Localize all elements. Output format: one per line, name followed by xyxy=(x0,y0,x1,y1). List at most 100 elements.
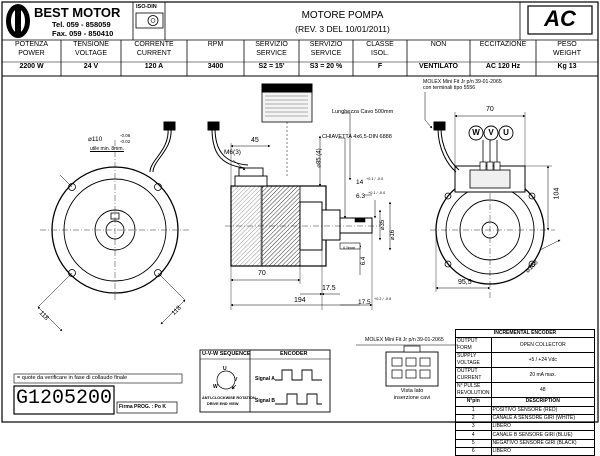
signal-b-label: Signal B xyxy=(255,398,276,404)
pin-description: NEGATIVO SENSORE GIRI (BLACK) xyxy=(490,438,595,449)
encoder-table-title: INCREMENTAL ENCODER xyxy=(455,328,595,339)
company-phone: Tel. 059 - 858059 xyxy=(52,20,111,29)
spec-value: S2 = 15' xyxy=(258,63,285,70)
connector-view-label: Vista lato xyxy=(400,388,424,394)
current-type-box xyxy=(527,5,593,35)
encoder-info-label: N° PULSE REVOLUTION xyxy=(455,382,492,399)
spec-label-en xyxy=(470,50,536,59)
spec-cell: RPM 3400 xyxy=(187,41,244,76)
spec-label-it: SERVIZIO xyxy=(309,41,343,48)
quote-note: = quote da verificare in fase di collaud… xyxy=(17,375,128,381)
encoder-info-label: OUTPUT CURRENT xyxy=(455,367,492,384)
dim-6-3-tol: +0.1 / -0.0 xyxy=(368,191,386,195)
pin-number: 1 xyxy=(455,405,492,415)
spec-label-en: SERVICE xyxy=(310,49,342,57)
dim-85: ⌀85 (4) xyxy=(316,148,323,168)
uvw-w: W xyxy=(213,384,218,390)
sheet-border xyxy=(1,1,599,423)
spec-label-en xyxy=(187,50,244,59)
pin-number: 4 xyxy=(455,430,492,440)
dim-16: ⌀16 xyxy=(390,229,397,241)
description-header: DESCRIPTION xyxy=(490,397,595,407)
uvw-title: U-V-W SEQUENCE xyxy=(202,351,251,357)
pin-description: CANALE A SENSORE GIRI (WHITE) xyxy=(490,413,595,424)
connector-view-label-2: inserzione cavi xyxy=(393,395,431,401)
encoder-info-label: SUPPLY VOLTAGE xyxy=(455,352,492,369)
pin-description: CANALE B SENSORE GIRI (BLUE) xyxy=(490,430,595,440)
molex-top-sublabel: con terminali tipo 5556 xyxy=(423,85,476,91)
encoder-info-value: OPEN COLLECTOR xyxy=(490,337,595,354)
spec-value: 120 A xyxy=(144,63,164,70)
dim-194: 194 xyxy=(294,297,306,304)
spec-label-en xyxy=(407,50,470,59)
phase-label-u: U xyxy=(503,128,509,137)
iso-projection-symbol xyxy=(135,12,164,29)
front-view xyxy=(37,121,190,332)
company-name: BEST MOTOR xyxy=(34,5,121,20)
spec-label-it: POTENZA xyxy=(14,41,49,48)
spec-label-en: CURRENT xyxy=(136,49,172,57)
encoder-table-header: INCREMENTAL ENCODER xyxy=(455,328,595,339)
dim-110: ⌀110 xyxy=(88,136,103,143)
spec-value: AC 120 Hz xyxy=(485,63,521,70)
dim-70-side: 70 xyxy=(258,270,266,277)
dim-70-top: 70 xyxy=(486,106,494,113)
spec-label-it: RPM xyxy=(207,41,224,48)
uvw-v: V xyxy=(234,377,238,383)
signature-label: Firma PROG. : Po K xyxy=(119,404,166,410)
encoder-info-value: 20 mA max. xyxy=(490,367,595,384)
dim-45: 45 xyxy=(251,137,259,144)
phase-label-w: W xyxy=(472,128,480,137)
dim-m6: M6(3) xyxy=(224,149,241,156)
dim-6-4: 6.4 xyxy=(361,256,368,266)
spec-label-en: SERVICE xyxy=(256,49,287,57)
phase-label-v: V xyxy=(488,128,494,137)
spec-label-it: TENSIONE xyxy=(73,41,109,48)
spec-value: 24 V xyxy=(83,63,99,70)
spec-label-it: NON xyxy=(430,41,447,48)
spec-label-en: ISOL. xyxy=(371,49,389,57)
dim-14-tol: +0.1 / -0.0 xyxy=(366,177,384,181)
spec-value: VENTILATO xyxy=(418,63,459,70)
spec-value: F xyxy=(377,63,383,70)
drawing-title: MOTORE POMPA xyxy=(301,10,384,21)
spec-label-it: CLASSE xyxy=(366,41,394,48)
drawing-canvas xyxy=(1,1,599,423)
drawing-revision: (REV. 3 DEL 10/01/2011) xyxy=(295,24,390,34)
dim-17-5-tol: +0.2 / -0.6 xyxy=(374,297,392,301)
spec-label-it: ECCITAZIONE xyxy=(479,41,527,48)
spec-value: Kg 13 xyxy=(557,63,577,70)
key-note: CHIAVETTA 4x6,5-DIN 6888 xyxy=(322,134,392,140)
dim-110-tol-upper: -0.06 xyxy=(120,133,131,138)
encoder-info-value: 48 xyxy=(490,382,595,399)
spec-cell: NON VENTILATO xyxy=(407,41,470,76)
spec-label-it: PESO xyxy=(557,41,577,48)
spec-value: 3400 xyxy=(207,63,224,70)
detail-label: 0.5mm xyxy=(343,245,356,250)
dim-110-tol-lower: -0.02 xyxy=(120,139,131,144)
pin-number: 5 xyxy=(455,438,492,449)
current-type: AC xyxy=(544,6,576,31)
dim-110-note: utile min. 8mm. xyxy=(90,146,124,152)
encoder-info-row: SUPPLY VOLTAGE+5 / +24 Vdc xyxy=(455,352,595,369)
spec-label-en: WEIGHT xyxy=(553,49,581,57)
dim-95-5: 95,5 xyxy=(458,279,472,286)
pin-description: LIBERO xyxy=(490,447,595,456)
drawing-number: G1205200 xyxy=(16,387,113,410)
spec-value: S3 = 20 % xyxy=(309,63,343,70)
spec-cell: ECCITAZIONE AC 120 Hz xyxy=(470,41,536,76)
company-fax: Fax. 059 - 850410 xyxy=(52,29,114,38)
spec-label-en: VOLTAGE xyxy=(74,49,108,57)
spec-label-it: CORRENTE xyxy=(134,41,174,48)
